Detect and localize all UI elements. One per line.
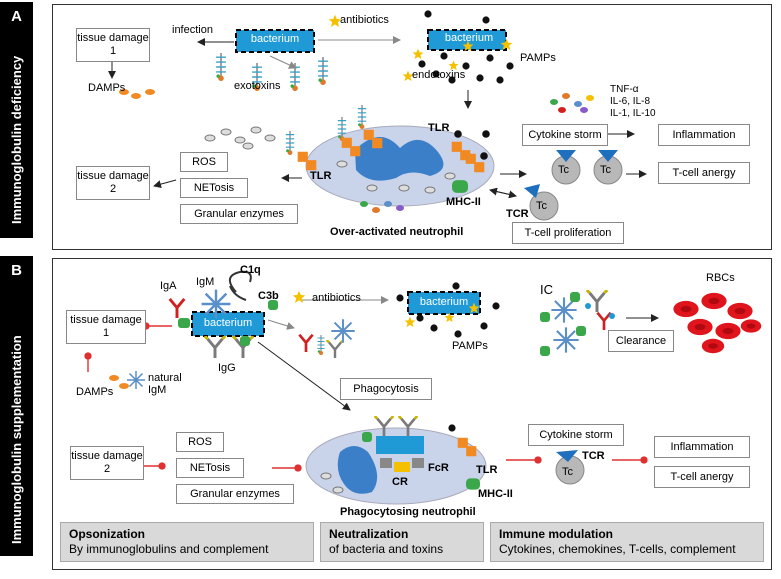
pamps-a-label: PAMPs [520,52,556,64]
c1q-label: C1q [240,264,261,276]
bacterium-b-left [191,311,265,337]
tlr-a-left-label: TLR [310,170,332,182]
ros-b: ROS [176,432,224,452]
tc-a-2: Tc [600,164,611,176]
bacterium-a-right-label: bacterium [444,32,494,44]
summary-opsonization-title: Opsonization [69,527,145,541]
bacterium-a-left-label: bacterium [250,33,300,45]
summary-neutralization-text: of bacteria and toxins [329,542,444,556]
panel-a-letter: A [11,8,22,25]
cytokine-dots-a [550,93,594,113]
endotoxins-label: endotoxins [412,69,466,81]
natural-igm-label-1: natural [148,372,182,384]
tissue-damage-1-a: tissue damage 1 [76,28,150,62]
endotoxin-dots-a [418,10,514,84]
tc-a-1: Tc [558,164,569,176]
igg-label: IgG [218,362,236,374]
c3b-label: C3b [258,290,279,302]
mhc-a-label: MHC-II [446,196,481,208]
antibiotics-a-label: antibiotics [340,14,389,26]
panel-a-graphics [108,10,647,221]
rbc-cluster [673,292,762,354]
summary-neutralization: Neutralization of bacteria and toxins [320,522,484,562]
summary-opsonization-text: By immunoglobulins and complement [69,542,269,556]
summary-immune-modulation-text: Cytokines, chemokines, T-cells, compleme… [499,542,736,556]
rbcs-label: RBCs [706,272,735,284]
tissue-damage-2-b: tissue damage 2 [70,446,144,480]
infection-label: infection [172,24,213,36]
granular-enzymes-a: Granular enzymes [180,204,298,224]
inflammation-b: Inflammation [654,436,750,458]
tissue-damage-2-a: tissue damage 2 [76,166,150,200]
cytokine-label-2: IL-6, IL-8 [610,96,651,107]
netosis-b: NETosis [176,458,244,478]
inflammation-a: Inflammation [658,124,750,146]
panel-b-sidebar: B Immunoglobulin supplementation [0,256,33,556]
cytokine-storm-a: Cytokine storm [522,124,608,146]
bacterium-b-right-label: bacterium [419,296,469,308]
damps-b-label: DAMPs [76,386,114,398]
cytokine-storm-b: Cytokine storm [528,424,624,446]
tc-b-label: Tc [562,466,573,478]
t-cell-anergy-a: T-cell anergy [658,162,750,184]
tcr-a-label: TCR [506,208,529,220]
fcr-label: FcR [428,462,449,474]
cytokine-label-1: TNF-α [610,84,639,95]
t-cell-proliferation-a: T-cell proliferation [512,222,624,244]
panel-a-sidebar: A Immunoglobulin deficiency [0,2,33,238]
damps-a-label: DAMPs [88,82,126,94]
clearance-box: Clearance [608,330,674,352]
tissue-damage-1-b: tissue damage 1 [66,310,146,344]
summary-immune-modulation-title: Immune modulation [499,527,613,541]
phagocytosis-box: Phagocytosis [340,378,432,400]
t-cell-anergy-b: T-cell anergy [654,466,750,488]
neutrophil-a-label: Over-activated neutrophil [330,226,464,238]
summary-neutralization-title: Neutralization [329,527,409,541]
mhc-b-label: MHC-II [478,488,513,500]
tcr-b-label: TCR [582,450,605,462]
pamps-b-label: PAMPs [452,340,488,352]
bacterium-a-left [235,29,315,53]
panel-b-graphics [84,270,762,505]
iga-label: IgA [160,280,177,292]
ic-label: IC [540,282,553,297]
antibiotics-b-label: antibiotics [312,292,361,304]
tlr-a-right-label: TLR [428,122,450,134]
tlr-b-label: TLR [476,464,498,476]
tc-cells-a [524,150,623,221]
netosis-a: NETosis [180,178,248,198]
natural-igm-label-2: IgM [148,384,167,396]
bacterium-b-left-label: bacterium [203,317,253,329]
neutrophil-b-label: Phagocytosing neutrophil [340,506,476,518]
ros-a: ROS [180,152,228,172]
panel-b-letter: B [11,262,22,279]
granular-enzymes-b: Granular enzymes [176,484,294,504]
igm-label: IgM [196,276,215,288]
tc-a-3: Tc [536,200,547,212]
summary-immune-modulation: Immune modulation Cytokines, chemokines,… [490,522,764,562]
cytokine-label-3: IL-1, IL-10 [610,108,656,119]
summary-opsonization: Opsonization By immunoglobulins and comp… [60,522,314,562]
cr-label: CR [392,476,408,488]
bacterium-b-right [407,291,481,315]
exotoxins-label: exotoxins [234,80,281,92]
